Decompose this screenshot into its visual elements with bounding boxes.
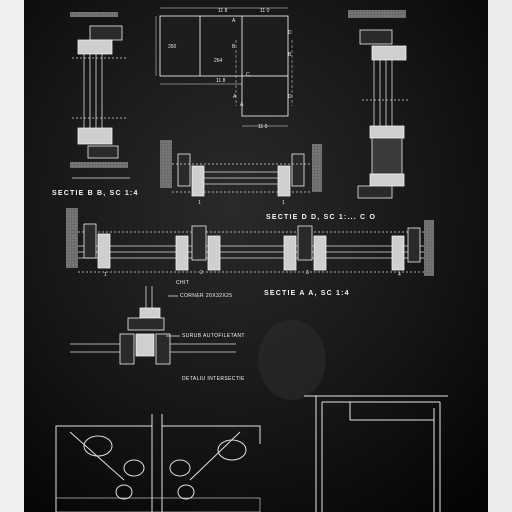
plan-mark: D bbox=[288, 30, 292, 36]
detail-label-chit: CHIT bbox=[176, 280, 190, 286]
detail-label-corner: CORNER 20X32X25 bbox=[180, 293, 233, 299]
plan-mark: A bbox=[233, 94, 237, 100]
section-aa-drawing bbox=[66, 208, 434, 276]
plan-mark: A bbox=[240, 102, 244, 108]
section-mid-number: 1 bbox=[282, 200, 285, 206]
section-mid-number: 1 bbox=[198, 200, 201, 206]
plan-mark: A bbox=[232, 18, 236, 24]
plan-mark: B bbox=[288, 52, 292, 58]
plan-mark: B bbox=[232, 44, 236, 50]
section-aa-number: 1 bbox=[104, 272, 107, 278]
section-mid-drawing bbox=[160, 140, 322, 197]
plan-view-drawing bbox=[155, 7, 293, 127]
section-dd-title: SECTIE D D, SC 1:... C O bbox=[266, 214, 377, 221]
plan-dim-top-b: 11 0 bbox=[260, 8, 270, 14]
door-frame-drawing bbox=[304, 395, 448, 512]
section-aa-number: 2 bbox=[200, 270, 203, 276]
section-bb-title: SECTIE B B, SC 1:4 bbox=[52, 190, 139, 197]
plan-dim-left: 350 bbox=[168, 44, 177, 50]
section-bb-drawing bbox=[70, 12, 130, 179]
section-aa-number: 4 bbox=[398, 272, 401, 278]
section-aa-title: SECTIE A A, SC 1:4 bbox=[264, 290, 350, 297]
detail-title: DETALIU INTERSECTIE bbox=[182, 376, 245, 382]
plan-dim-mid: 11 8 bbox=[216, 78, 226, 84]
plan-dim-bottom: 11 0 bbox=[258, 124, 268, 130]
intersection-detail-drawing bbox=[70, 286, 236, 365]
detail-label-surub: SURUB AUTOFILETANT bbox=[182, 333, 245, 339]
plan-dim-top-a: 11 8 bbox=[218, 8, 228, 14]
plan-dim-center: 264 bbox=[214, 58, 223, 64]
section-aa-number: 3 bbox=[306, 270, 309, 276]
bathroom-plan-drawing bbox=[55, 414, 261, 512]
film-stain bbox=[258, 320, 326, 400]
plan-mark: D bbox=[288, 94, 292, 100]
plan-mark: C bbox=[246, 72, 250, 78]
section-dd-drawing bbox=[348, 10, 410, 199]
